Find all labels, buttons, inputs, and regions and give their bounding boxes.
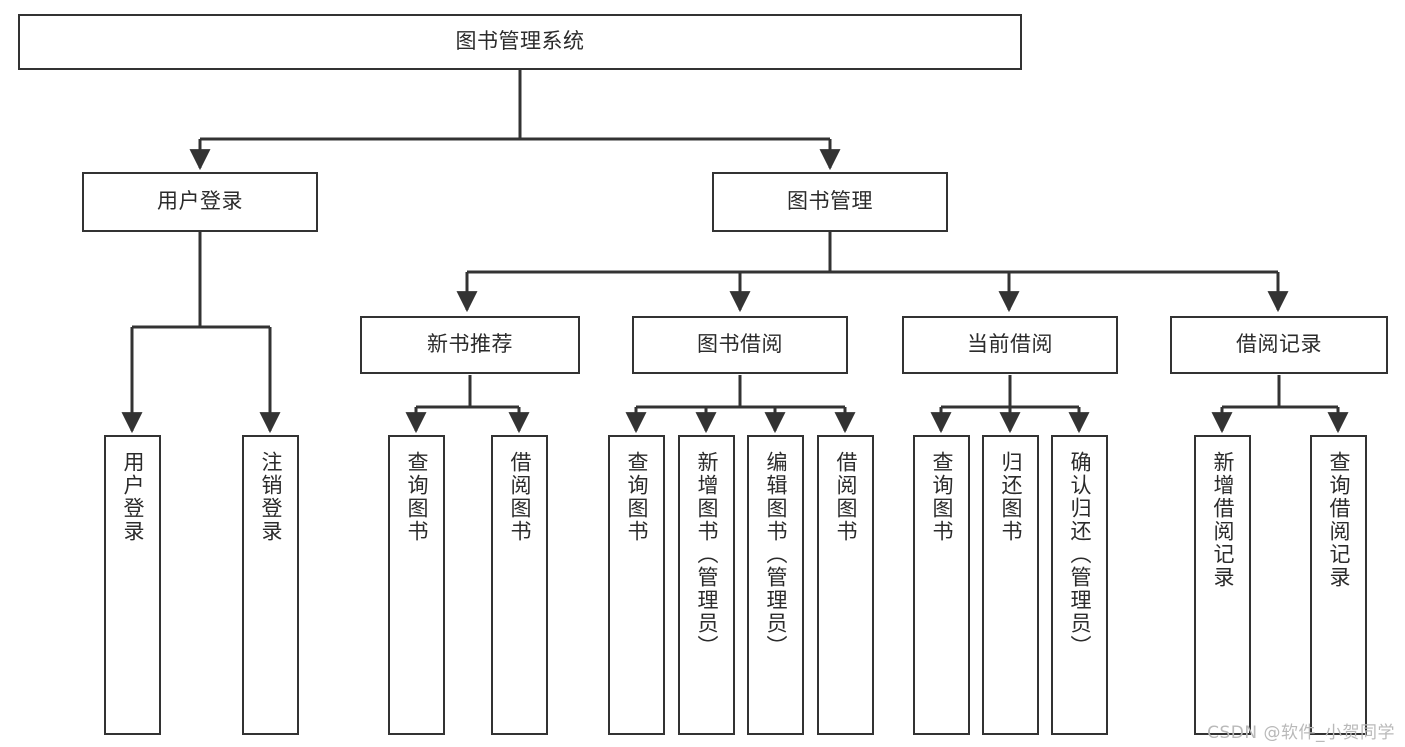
leaf-user-login-login-label: 用户登录 (121, 451, 145, 543)
node-book-manage[interactable]: 图书管理 (712, 172, 948, 232)
leaf-borrow-query-book[interactable]: 查询图书 (608, 435, 665, 735)
leaf-record-query-record[interactable]: 查询借阅记录 (1310, 435, 1367, 735)
node-user-login[interactable]: 用户登录 (82, 172, 318, 232)
leaf-current-return-book-label: 归还图书 (999, 451, 1023, 543)
leaf-current-confirm-return[interactable]: 确认归还（管理员） (1051, 435, 1108, 735)
leaf-user-login-login[interactable]: 用户登录 (104, 435, 161, 735)
leaf-recommend-borrow-book[interactable]: 借阅图书 (491, 435, 548, 735)
leaf-record-add-record-label: 新增借阅记录 (1211, 451, 1235, 589)
node-new-book-recommend-label: 新书推荐 (427, 332, 513, 357)
node-book-manage-label: 图书管理 (787, 189, 873, 214)
leaf-borrow-edit-book-label: 编辑图书（管理员） (764, 451, 788, 658)
leaf-user-login-logout-label: 注销登录 (259, 451, 283, 543)
node-book-borrow[interactable]: 图书借阅 (632, 316, 848, 374)
leaf-recommend-query-book[interactable]: 查询图书 (388, 435, 445, 735)
leaf-recommend-query-book-label: 查询图书 (405, 451, 429, 543)
leaf-record-add-record[interactable]: 新增借阅记录 (1194, 435, 1251, 735)
csdn-watermark: CSDN @软件_小贺同学 (1207, 723, 1395, 743)
leaf-current-confirm-return-label: 确认归还（管理员） (1068, 451, 1092, 658)
node-root[interactable]: 图书管理系统 (18, 14, 1022, 70)
node-current-borrow[interactable]: 当前借阅 (902, 316, 1118, 374)
node-current-borrow-label: 当前借阅 (967, 332, 1053, 357)
node-root-label: 图书管理系统 (455, 29, 585, 54)
leaf-borrow-borrow-book[interactable]: 借阅图书 (817, 435, 874, 735)
leaf-current-return-book[interactable]: 归还图书 (982, 435, 1039, 735)
leaf-borrow-borrow-book-label: 借阅图书 (834, 451, 858, 543)
leaf-borrow-add-book-label: 新增图书（管理员） (695, 451, 719, 658)
node-book-borrow-label: 图书借阅 (697, 332, 783, 357)
node-new-book-recommend[interactable]: 新书推荐 (360, 316, 580, 374)
leaf-recommend-borrow-book-label: 借阅图书 (508, 451, 532, 543)
leaf-current-query-book[interactable]: 查询图书 (913, 435, 970, 735)
leaf-borrow-edit-book[interactable]: 编辑图书（管理员） (747, 435, 804, 735)
leaf-record-query-record-label: 查询借阅记录 (1327, 451, 1351, 589)
leaf-current-query-book-label: 查询图书 (930, 451, 954, 543)
leaf-user-login-logout[interactable]: 注销登录 (242, 435, 299, 735)
leaf-borrow-query-book-label: 查询图书 (625, 451, 649, 543)
leaf-borrow-add-book[interactable]: 新增图书（管理员） (678, 435, 735, 735)
node-borrow-record[interactable]: 借阅记录 (1170, 316, 1388, 374)
node-user-login-label: 用户登录 (157, 189, 243, 214)
node-borrow-record-label: 借阅记录 (1236, 332, 1322, 357)
